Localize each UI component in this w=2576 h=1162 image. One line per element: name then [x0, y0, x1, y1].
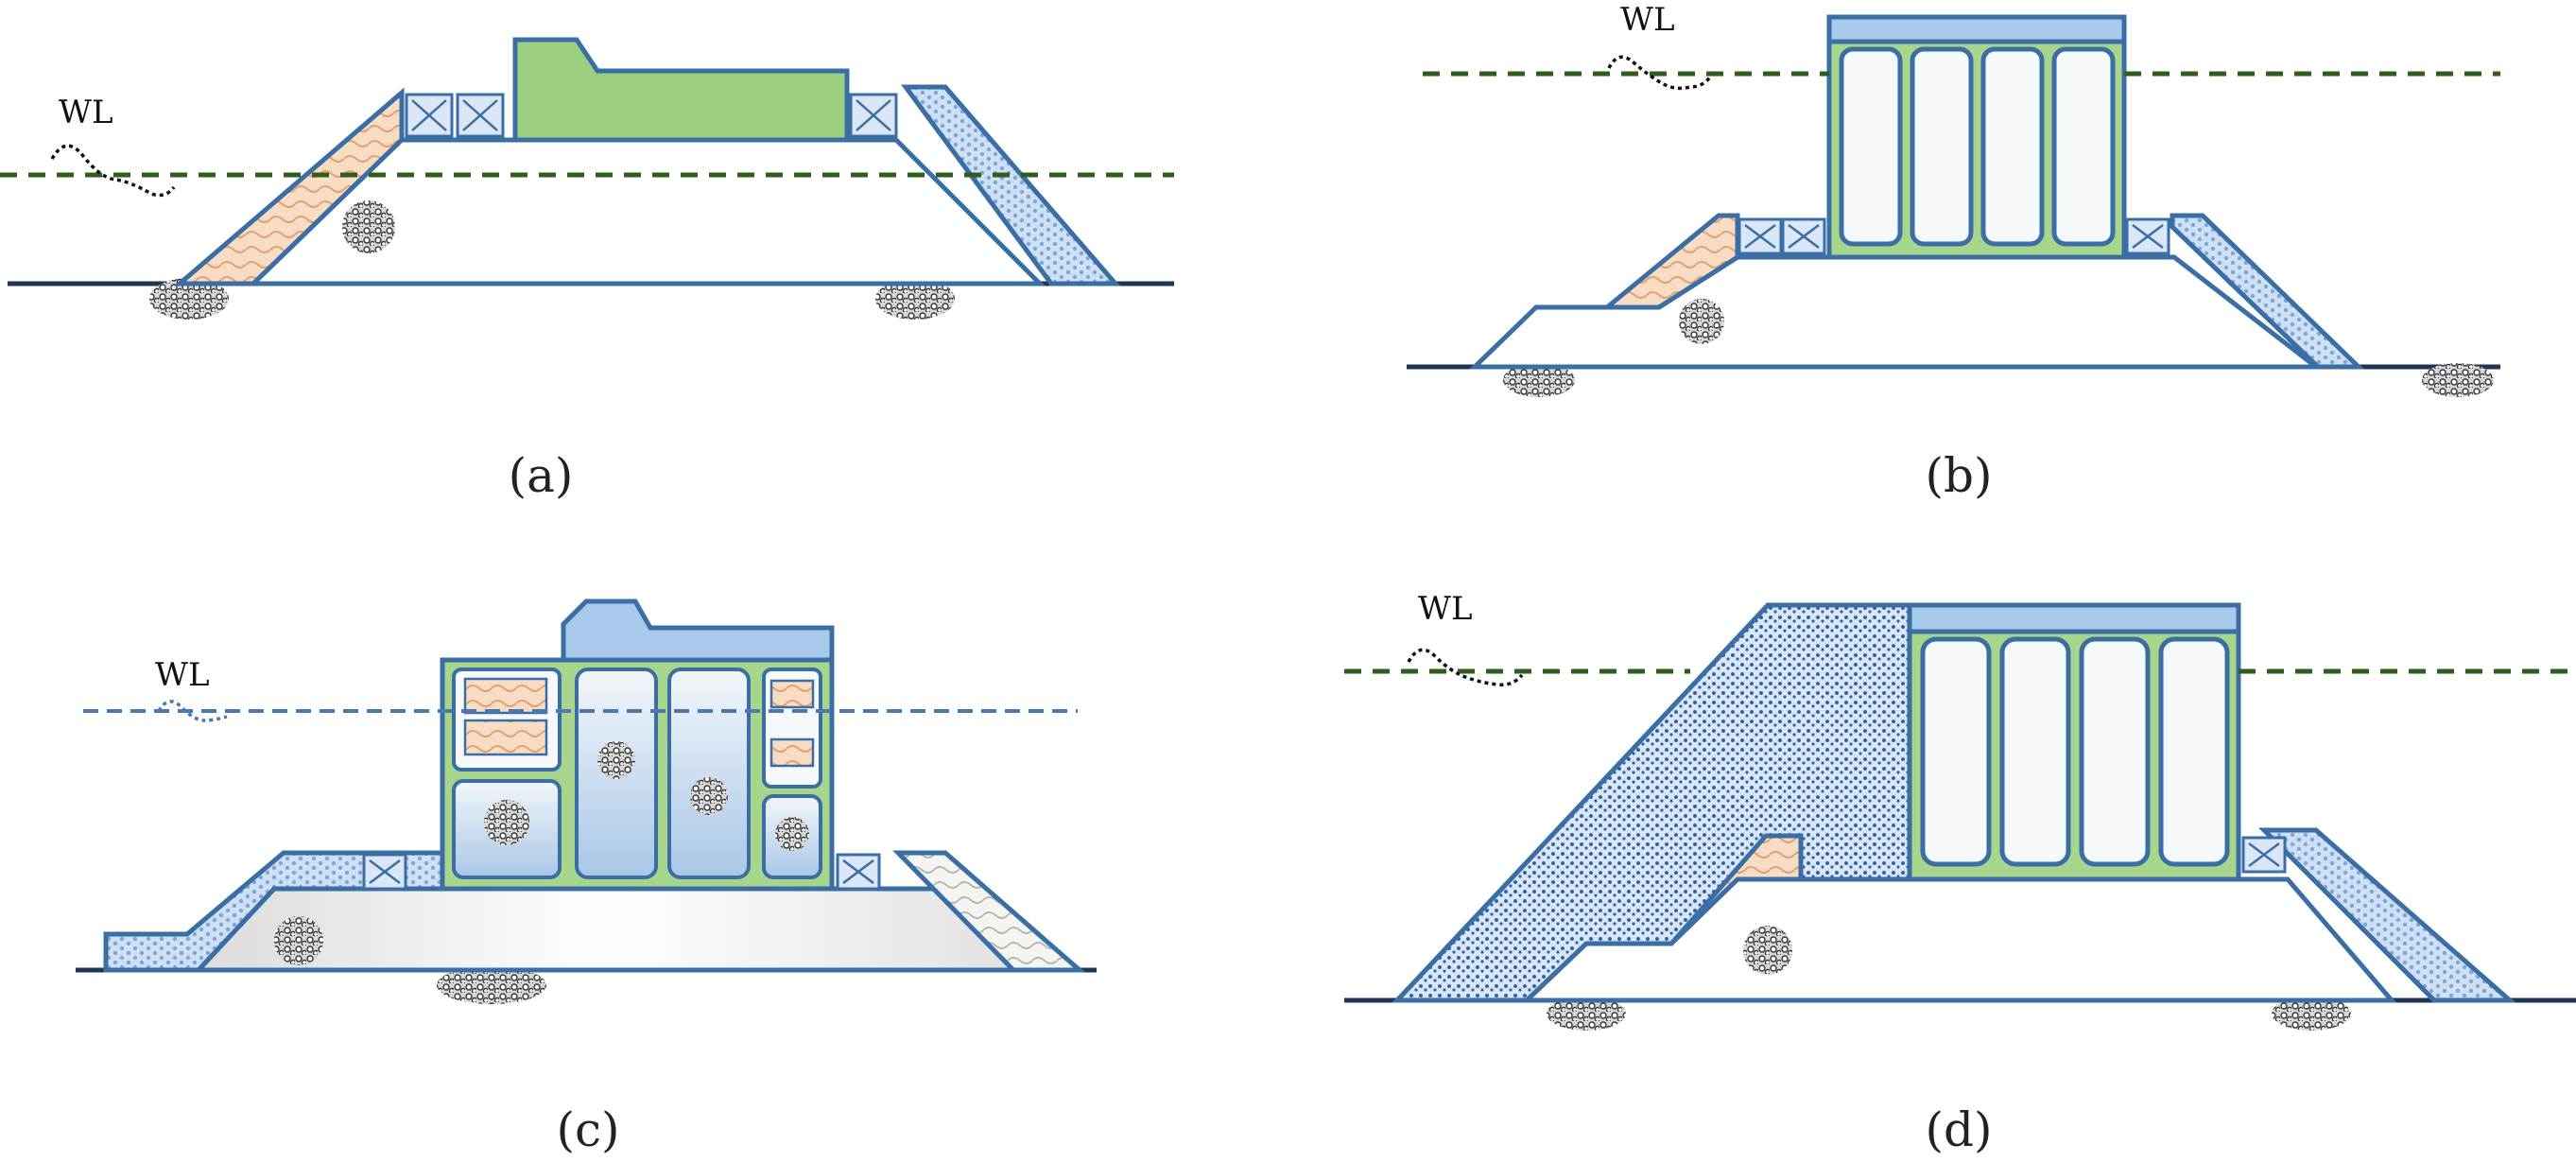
water-level-label: WL — [155, 656, 210, 694]
armor-layer-leeward — [901, 84, 1121, 286]
panel-caption: (d) — [1925, 1102, 1992, 1157]
caisson-cap — [561, 598, 835, 663]
panel-caption: (a) — [509, 448, 574, 503]
caisson-cell — [2079, 636, 2151, 867]
toe-rubble — [1503, 363, 1575, 397]
caisson-cap — [1907, 602, 2241, 634]
armor-layer-leeward — [892, 850, 1086, 973]
core-stone — [274, 916, 323, 965]
rubble-mound-core — [193, 886, 1017, 973]
panel-caption: (b) — [1925, 448, 1992, 503]
armor-block — [1781, 217, 1826, 255]
caisson-cap — [1826, 14, 2127, 44]
panel-c: WL (c) — [76, 598, 1097, 1157]
wave-symbol — [50, 144, 176, 198]
fill-block — [769, 679, 815, 709]
armor-layer-leeward — [2170, 213, 2365, 370]
caisson-cell — [1910, 46, 1974, 247]
core-stone — [342, 200, 395, 253]
armor-block — [456, 93, 505, 138]
toe-rubble — [149, 278, 229, 320]
cell-fill-stone — [597, 741, 635, 779]
cell-fill-stone — [484, 800, 529, 845]
toe-rubble — [2422, 363, 2494, 397]
toe-rubble — [1547, 997, 1626, 1031]
caisson-cell — [2051, 46, 2116, 247]
panel-caption: (c) — [556, 1102, 619, 1157]
fill-block — [463, 677, 548, 715]
panel-d: WL (d) — [1344, 590, 2576, 1157]
armor-layer-seaward — [1600, 213, 1740, 310]
cell-fill-stone — [690, 777, 728, 815]
fill-block — [769, 737, 815, 768]
armor-block — [836, 853, 881, 891]
panel-b: WL (b) — [1407, 1, 2500, 503]
fill-block — [463, 719, 548, 756]
wave-symbol — [1407, 648, 1524, 687]
cell-fill-stone — [775, 817, 809, 851]
armor-block — [2241, 836, 2287, 874]
armor-block — [362, 853, 407, 891]
caisson-cell — [1839, 46, 1903, 247]
core-stone — [1743, 926, 1792, 975]
toe-rubble — [2272, 997, 2351, 1031]
armor-block — [849, 93, 898, 138]
reinforcement-fill — [1392, 602, 1912, 1003]
caisson-cell — [1980, 46, 2045, 247]
armor-block — [1738, 217, 1783, 255]
toe-rubble — [875, 278, 955, 320]
water-level-label: WL — [1418, 590, 1473, 628]
caisson-cell — [1920, 636, 1992, 867]
caisson-cell — [1999, 636, 2071, 867]
caisson-cell — [667, 668, 751, 879]
water-level-label: WL — [59, 94, 113, 131]
caisson-cell — [2158, 636, 2230, 867]
armor-layer-leeward — [2257, 827, 2516, 1003]
crown-wall — [512, 37, 850, 143]
toe-rubble — [437, 966, 546, 1004]
rubble-mound-core — [1468, 254, 2324, 370]
panel-a: WL (a) — [0, 37, 1174, 503]
core-stone — [1679, 299, 1724, 344]
water-level-label: WL — [1620, 1, 1675, 39]
armor-block — [405, 93, 454, 138]
armor-block — [2125, 217, 2170, 255]
